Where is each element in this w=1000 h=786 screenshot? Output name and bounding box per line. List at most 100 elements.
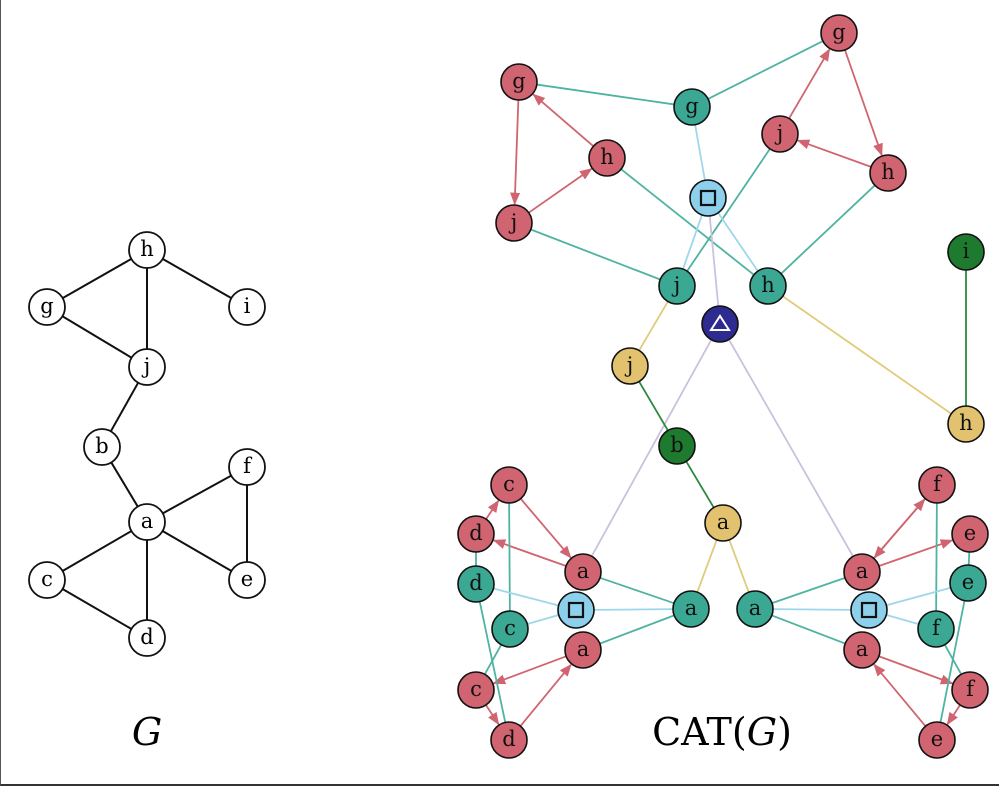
graph-g-node-label: j (141, 354, 151, 378)
cat-node-circle (564, 553, 602, 591)
cat-node-label: b (670, 433, 683, 457)
cat-node-Lc2: c (491, 610, 529, 648)
cat-node-Ld3: d (490, 721, 528, 759)
graph-g-edge-h-i (162, 258, 232, 299)
cat-node-circle (843, 631, 881, 669)
cat-edge-Sq1-Tg (694, 124, 706, 181)
cat-node-Gi: i (947, 233, 985, 271)
cat-node-label: c (504, 616, 516, 640)
cat-edge-Lsq-Lat (593, 608, 674, 611)
cat-edge-Ya-Lat (696, 539, 718, 593)
cat-node-label: i (963, 239, 970, 263)
cat-edge-Cg1-Tg (536, 83, 675, 106)
cat-node-circle (869, 154, 907, 192)
caption-cat-g: CAT(G) (652, 710, 792, 754)
cat-edge-Re1-Re2 (967, 551, 971, 566)
cat-node-La2: a (564, 631, 602, 669)
graph-g-edge-j-b (109, 382, 140, 432)
graph-g-edge-b-a (110, 461, 139, 508)
cat-node-circle (490, 466, 528, 504)
cat-node-label: j (671, 273, 681, 297)
cat-edge-Lc1-Lc2 (508, 502, 511, 612)
graph-g-edge-c-d (62, 588, 132, 630)
cat-node-label: e (962, 570, 974, 594)
cat-edge-Cj2-Cg2 (788, 48, 831, 119)
cat-node-circle (658, 267, 696, 305)
graph-g-node-c: c (28, 561, 66, 599)
cat-edge-La1-Ld1 (492, 539, 567, 567)
graph-g-node-label: b (95, 434, 108, 458)
graph-g-node-b: b (83, 428, 121, 466)
cat-edge-Ra2-Rf3 (878, 655, 954, 685)
cat-node-circle (704, 504, 742, 542)
graph-g-node-circle (128, 348, 166, 386)
cat-node-Rf1: f (918, 466, 956, 504)
cat-node-label: d (469, 571, 482, 595)
cat-node-label: c (470, 677, 482, 701)
cat-node-Re2: e (949, 564, 987, 602)
cat-node-Re1: e (951, 515, 989, 553)
cat-edge-Tj-Cj2 (686, 148, 771, 272)
cat-edge-Th-Yh (782, 295, 952, 415)
cat-node-label: j (774, 121, 784, 145)
cat-node-label: f (933, 472, 943, 496)
cat-node-label: a (717, 510, 730, 534)
cat-node-label: h (881, 160, 895, 184)
cat-node-label: g (832, 20, 845, 44)
cat-node-circle (588, 139, 626, 177)
cat-node-label: h (600, 145, 614, 169)
cat-node-circle (749, 267, 787, 305)
cat-node-circle (500, 63, 538, 101)
cat-node-label: g (685, 94, 698, 118)
cat-node-label: g (512, 69, 525, 93)
cat-edge-Lsq-Lc2 (527, 614, 559, 625)
cat-edge-Th-Ch2 (780, 184, 876, 275)
cat-node-circle (457, 515, 495, 553)
cat-edge-Cg2-Ch2 (844, 49, 883, 157)
cat-node-Cg1: g (500, 63, 538, 101)
cat-node-circle (820, 14, 858, 52)
cat-node-circle (490, 721, 528, 759)
cat-edge-Lc1-La1 (519, 498, 572, 559)
cat-node-Ld1: d (457, 515, 495, 553)
graph-g-node-label: h (140, 237, 154, 261)
cat-edge-Tri-La1 (590, 339, 713, 557)
cat-node-Yh: h (947, 405, 985, 443)
cat-node-circle (701, 305, 739, 343)
cat-node-circle (673, 88, 711, 126)
graph-g-node-circle (83, 428, 121, 466)
cat-node-Re3: e (918, 721, 956, 759)
cat-edge-Lc2-Lc3 (483, 644, 503, 675)
cat-edge-Sq1-Tj (682, 214, 703, 270)
cat-edge-Re2-Re3 (939, 600, 966, 723)
cat-node-label: a (856, 637, 869, 661)
cat-edge-Lsq-Ld2 (493, 587, 559, 607)
cat-node-Yj: j (611, 347, 649, 385)
cat-node-label: h (761, 273, 775, 297)
cat-node-Rsq (850, 591, 888, 629)
graph-g-node-circle (228, 561, 266, 599)
cat-edge-Rsq-Re2 (886, 586, 951, 607)
graph-g-edges (61, 258, 248, 630)
cat-node-Tri (701, 305, 739, 343)
graph-g-node-circle (28, 561, 66, 599)
graph-g-node-f: f (228, 448, 266, 486)
graph-g-node-a: a (128, 503, 166, 541)
cat-node-Lsq (557, 591, 595, 629)
graph-g-node-g: g (28, 288, 66, 326)
cat-edge-Cj1-Ch1 (528, 168, 593, 214)
cat-node-label: a (856, 559, 869, 583)
cat-edge-Ch2-Cj2 (796, 139, 872, 168)
graph-g-node-i: i (228, 288, 266, 326)
square-icon (860, 601, 878, 619)
triangle-icon (709, 314, 731, 331)
cat-edge-Ld2-Ld3 (478, 601, 507, 723)
cat-node-Cj2: j (761, 115, 799, 153)
graph-g-node-label: a (141, 509, 154, 533)
cat-node-Lc3: c (457, 671, 495, 709)
cat-node-circle (947, 233, 985, 271)
cat-node-circle (564, 631, 602, 669)
cat-graph-edges (475, 40, 971, 727)
cat-node-circle (658, 427, 696, 465)
